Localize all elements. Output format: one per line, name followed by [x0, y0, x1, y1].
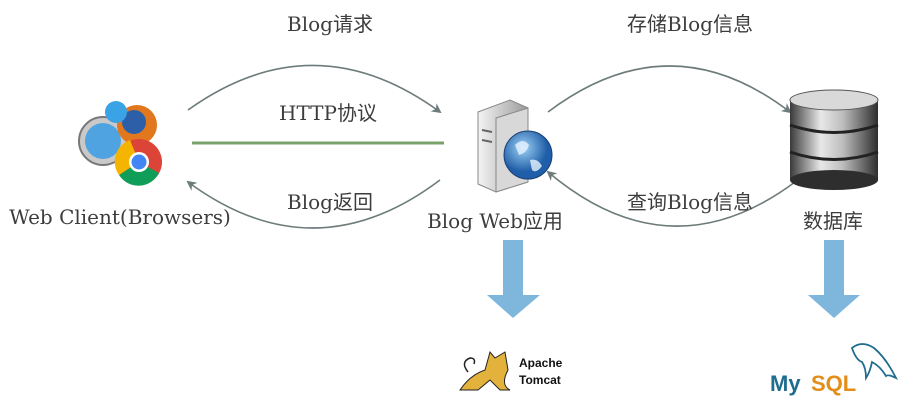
tomcat-logo: Apache Tomcat [459, 350, 563, 391]
query-arrow [546, 170, 796, 227]
mysql-logo: My SQL [770, 343, 899, 396]
tomcat-line2: Tomcat [519, 373, 561, 387]
blog-return-label: Blog返回 [287, 190, 373, 214]
tomcat-line1: Apache [519, 356, 563, 370]
db-down-arrow [808, 240, 860, 318]
database-label: 数据库 [803, 209, 863, 233]
mysql-sql: SQL [811, 371, 856, 396]
blog-request-label: Blog请求 [287, 12, 373, 36]
browsers-icon [78, 101, 162, 186]
database-icon [789, 89, 879, 190]
blog-web-app-label: Blog Web应用 [427, 209, 563, 233]
request-arrow [187, 64, 442, 114]
http-protocol-label: HTTP协议 [279, 101, 377, 125]
web-server-icon [477, 99, 553, 193]
app-down-arrow [487, 240, 540, 318]
store-blog-label: 存储Blog信息 [627, 12, 753, 36]
mysql-my: My [770, 371, 801, 396]
web-client-label: Web Client(Browsers) [9, 205, 231, 229]
return-arrow [186, 179, 441, 229]
store-arrow [547, 65, 792, 114]
query-blog-label: 查询Blog信息 [627, 190, 753, 214]
